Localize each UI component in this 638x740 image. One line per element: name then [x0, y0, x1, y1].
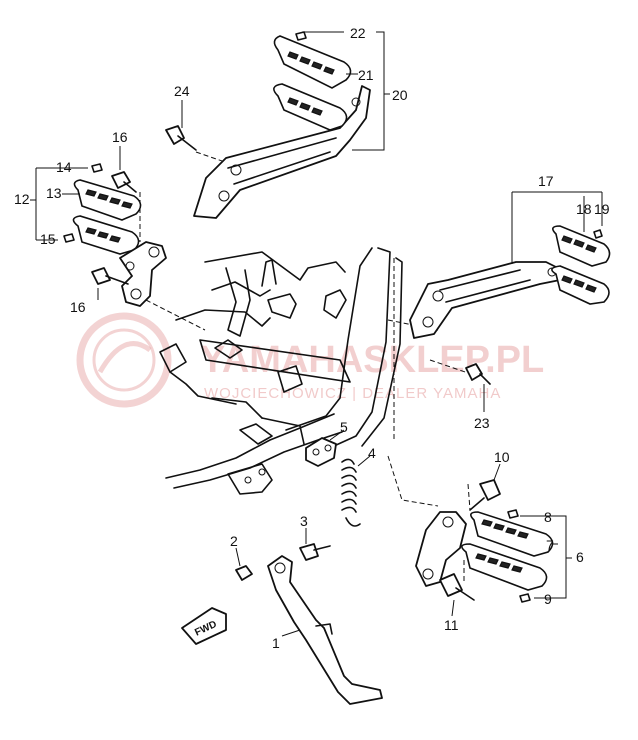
callout-15: 15 — [40, 231, 56, 247]
callout-7: 7 — [546, 537, 554, 553]
watermark-title: YAMAHASKLEP.PL — [200, 339, 544, 381]
callout-11: 11 — [444, 617, 459, 633]
front-footrest-left — [63, 163, 167, 307]
callout-3: 3 — [300, 513, 308, 529]
callout-8: 8 — [544, 509, 552, 525]
callout-4: 4 — [368, 445, 376, 461]
watermark-subtitle: WOJCIECHOWICZ | DEALER YAMAHA — [204, 385, 501, 402]
callout-13: 13 — [46, 185, 62, 201]
callout-16-top: 16 — [112, 129, 128, 145]
callout-labels: 1 2 3 4 5 6 7 8 9 10 11 12 13 14 15 16 1… — [14, 25, 610, 651]
callout-14: 14 — [56, 159, 72, 175]
callout-22: 22 — [350, 25, 366, 41]
fwd-arrow-icon — [181, 607, 227, 645]
callout-24: 24 — [174, 83, 190, 99]
callout-19: 19 — [594, 201, 610, 217]
callout-5: 5 — [340, 419, 348, 435]
leader-lines — [139, 151, 475, 584]
callout-17: 17 — [538, 173, 554, 189]
callout-18: 18 — [576, 201, 592, 217]
watermark-logo — [76, 312, 172, 408]
callout-23: 23 — [474, 415, 490, 431]
callout-12: 12 — [14, 191, 30, 207]
callout-brackets — [30, 31, 603, 637]
callout-21: 21 — [358, 67, 374, 83]
rear-footrest-stay-right — [409, 225, 611, 385]
callout-9: 9 — [544, 591, 552, 607]
callout-16-bottom: 16 — [70, 299, 86, 315]
callout-10: 10 — [494, 449, 510, 465]
callout-2: 2 — [230, 533, 238, 549]
sidestand-assembly: FWD — [181, 437, 383, 705]
callout-1: 1 — [272, 635, 280, 651]
front-footrest-right — [415, 479, 554, 603]
watermark: YAMAHASKLEP.PL WOJCIECHOWICZ | DEALER YA… — [76, 312, 544, 408]
rear-footrest-stay-top — [165, 31, 371, 219]
callout-6: 6 — [576, 549, 584, 565]
callout-20: 20 — [392, 87, 408, 103]
